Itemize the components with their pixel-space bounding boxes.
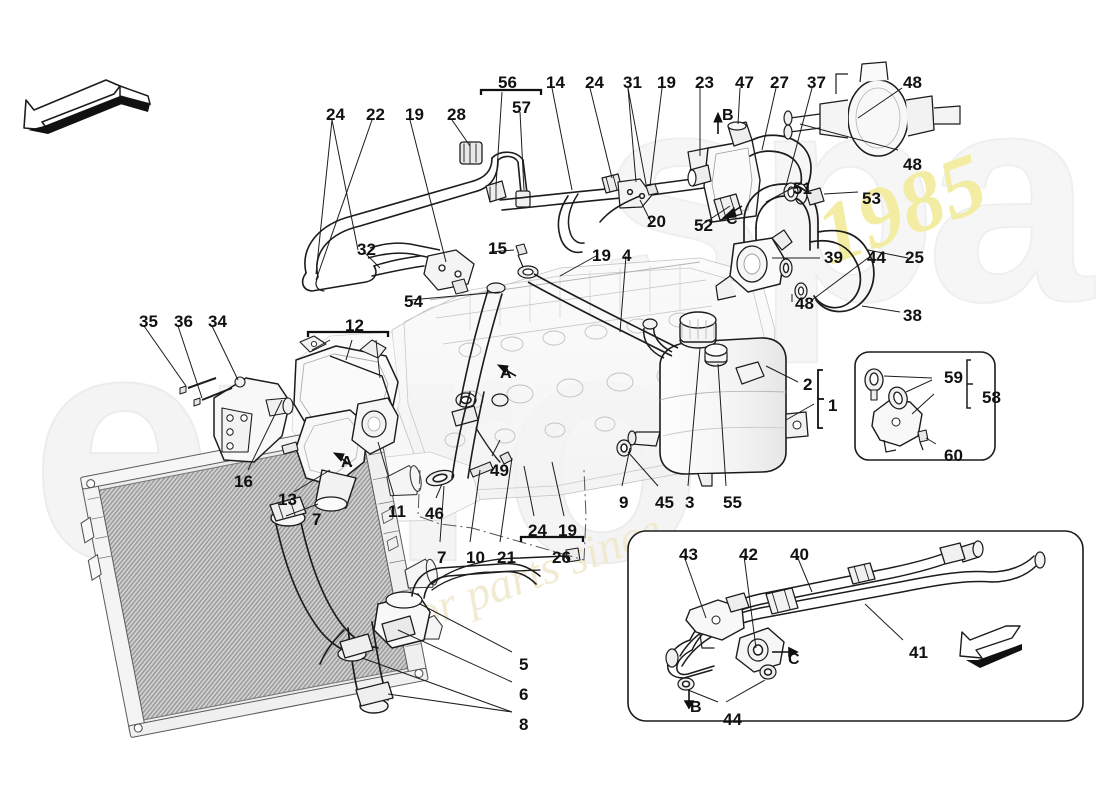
callout-9[interactable]: 9 bbox=[619, 493, 629, 512]
callout-19[interactable]: 19 bbox=[558, 521, 577, 540]
section-marker-a: A bbox=[341, 454, 353, 471]
callout-12[interactable]: 12 bbox=[345, 316, 364, 335]
callout-38[interactable]: 38 bbox=[903, 306, 922, 325]
callout-42[interactable]: 42 bbox=[739, 545, 758, 564]
callout-54[interactable]: 54 bbox=[404, 292, 423, 311]
callout-48[interactable]: 48 bbox=[903, 73, 922, 92]
callout-27[interactable]: 27 bbox=[770, 73, 789, 92]
callout-24[interactable]: 24 bbox=[326, 105, 345, 124]
callout-19[interactable]: 19 bbox=[405, 105, 424, 124]
callout-53[interactable]: 53 bbox=[862, 189, 881, 208]
callout-57[interactable]: 57 bbox=[512, 98, 531, 117]
lower-hose-group bbox=[269, 282, 581, 714]
callout-15[interactable]: 15 bbox=[488, 239, 507, 258]
callout-26[interactable]: 26 bbox=[552, 548, 571, 567]
callout-48[interactable]: 48 bbox=[795, 294, 814, 313]
callout-36[interactable]: 36 bbox=[174, 312, 193, 331]
callout-31[interactable]: 31 bbox=[623, 73, 642, 92]
auxiliary-bracket-group bbox=[179, 335, 399, 512]
callout-23[interactable]: 23 bbox=[695, 73, 714, 92]
callout-49[interactable]: 49 bbox=[490, 461, 509, 480]
callout-32[interactable]: 32 bbox=[357, 240, 376, 259]
section-marker-c: C bbox=[726, 211, 738, 228]
section-markers bbox=[332, 111, 743, 467]
callout-40[interactable]: 40 bbox=[790, 545, 809, 564]
section-marker-b: B bbox=[690, 699, 702, 716]
callout-56[interactable]: 56 bbox=[498, 73, 517, 92]
water-pump-assembly bbox=[715, 229, 793, 301]
callout-39[interactable]: 39 bbox=[824, 248, 843, 267]
callout-22[interactable]: 22 bbox=[366, 105, 385, 124]
callout-14[interactable]: 14 bbox=[546, 73, 565, 92]
callout-7[interactable]: 7 bbox=[312, 510, 322, 529]
callout-52[interactable]: 52 bbox=[694, 216, 713, 235]
callout-1[interactable]: 1 bbox=[828, 396, 838, 415]
callout-47[interactable]: 47 bbox=[735, 73, 754, 92]
callout-21[interactable]: 21 bbox=[497, 548, 516, 567]
callout-55[interactable]: 55 bbox=[723, 493, 742, 512]
view-arrow-top-left bbox=[23, 79, 152, 134]
section-marker-a: A bbox=[500, 365, 512, 382]
bracket-small-parts bbox=[367, 242, 679, 357]
callout-6[interactable]: 6 bbox=[519, 685, 529, 704]
callout-24[interactable]: 24 bbox=[585, 73, 604, 92]
callout-10[interactable]: 10 bbox=[466, 548, 485, 567]
callout-37[interactable]: 37 bbox=[807, 73, 826, 92]
callout-44[interactable]: 44 bbox=[723, 710, 742, 729]
callout-7[interactable]: 7 bbox=[437, 548, 447, 567]
view-arrow-bottom-right bbox=[959, 625, 1022, 668]
callout-11[interactable]: 11 bbox=[388, 502, 406, 521]
leader-lines bbox=[143, 87, 909, 713]
section-marker-c: C bbox=[788, 651, 800, 668]
inset-panel-hoses bbox=[627, 530, 1084, 722]
callout-28[interactable]: 28 bbox=[447, 105, 466, 124]
callout-20[interactable]: 20 bbox=[647, 212, 666, 231]
callout-43[interactable]: 43 bbox=[679, 545, 698, 564]
callout-48[interactable]: 48 bbox=[903, 155, 922, 174]
callout-41[interactable]: 41 bbox=[909, 643, 928, 662]
callout-5[interactable]: 5 bbox=[519, 655, 529, 674]
callout-44[interactable]: 44 bbox=[867, 248, 886, 267]
callout-59[interactable]: 59 bbox=[944, 368, 963, 387]
heater-core-unit bbox=[783, 61, 961, 157]
callout-13[interactable]: 13 bbox=[278, 490, 297, 509]
callout-45[interactable]: 45 bbox=[655, 493, 674, 512]
expansion-tank bbox=[616, 311, 809, 487]
inset-panel-58 bbox=[854, 351, 996, 461]
callout-34[interactable]: 34 bbox=[208, 312, 227, 331]
callout-8[interactable]: 8 bbox=[519, 715, 529, 734]
callout-4[interactable]: 4 bbox=[622, 246, 632, 265]
callout-19[interactable]: 19 bbox=[592, 246, 611, 265]
section-marker-b: B bbox=[722, 107, 734, 124]
callout-58[interactable]: 58 bbox=[982, 388, 1001, 407]
callout-51[interactable]: 51 bbox=[793, 179, 812, 198]
callout-2[interactable]: 2 bbox=[803, 375, 813, 394]
callout-16[interactable]: 16 bbox=[234, 472, 253, 491]
callout-60[interactable]: 60 bbox=[944, 446, 963, 465]
callout-19[interactable]: 19 bbox=[657, 73, 676, 92]
callout-24[interactable]: 24 bbox=[528, 521, 547, 540]
callout-46[interactable]: 46 bbox=[425, 504, 444, 523]
callout-35[interactable]: 35 bbox=[139, 312, 158, 331]
callout-3[interactable]: 3 bbox=[685, 493, 695, 512]
callout-25[interactable]: 25 bbox=[905, 248, 924, 267]
grouping-brackets bbox=[306, 88, 824, 542]
